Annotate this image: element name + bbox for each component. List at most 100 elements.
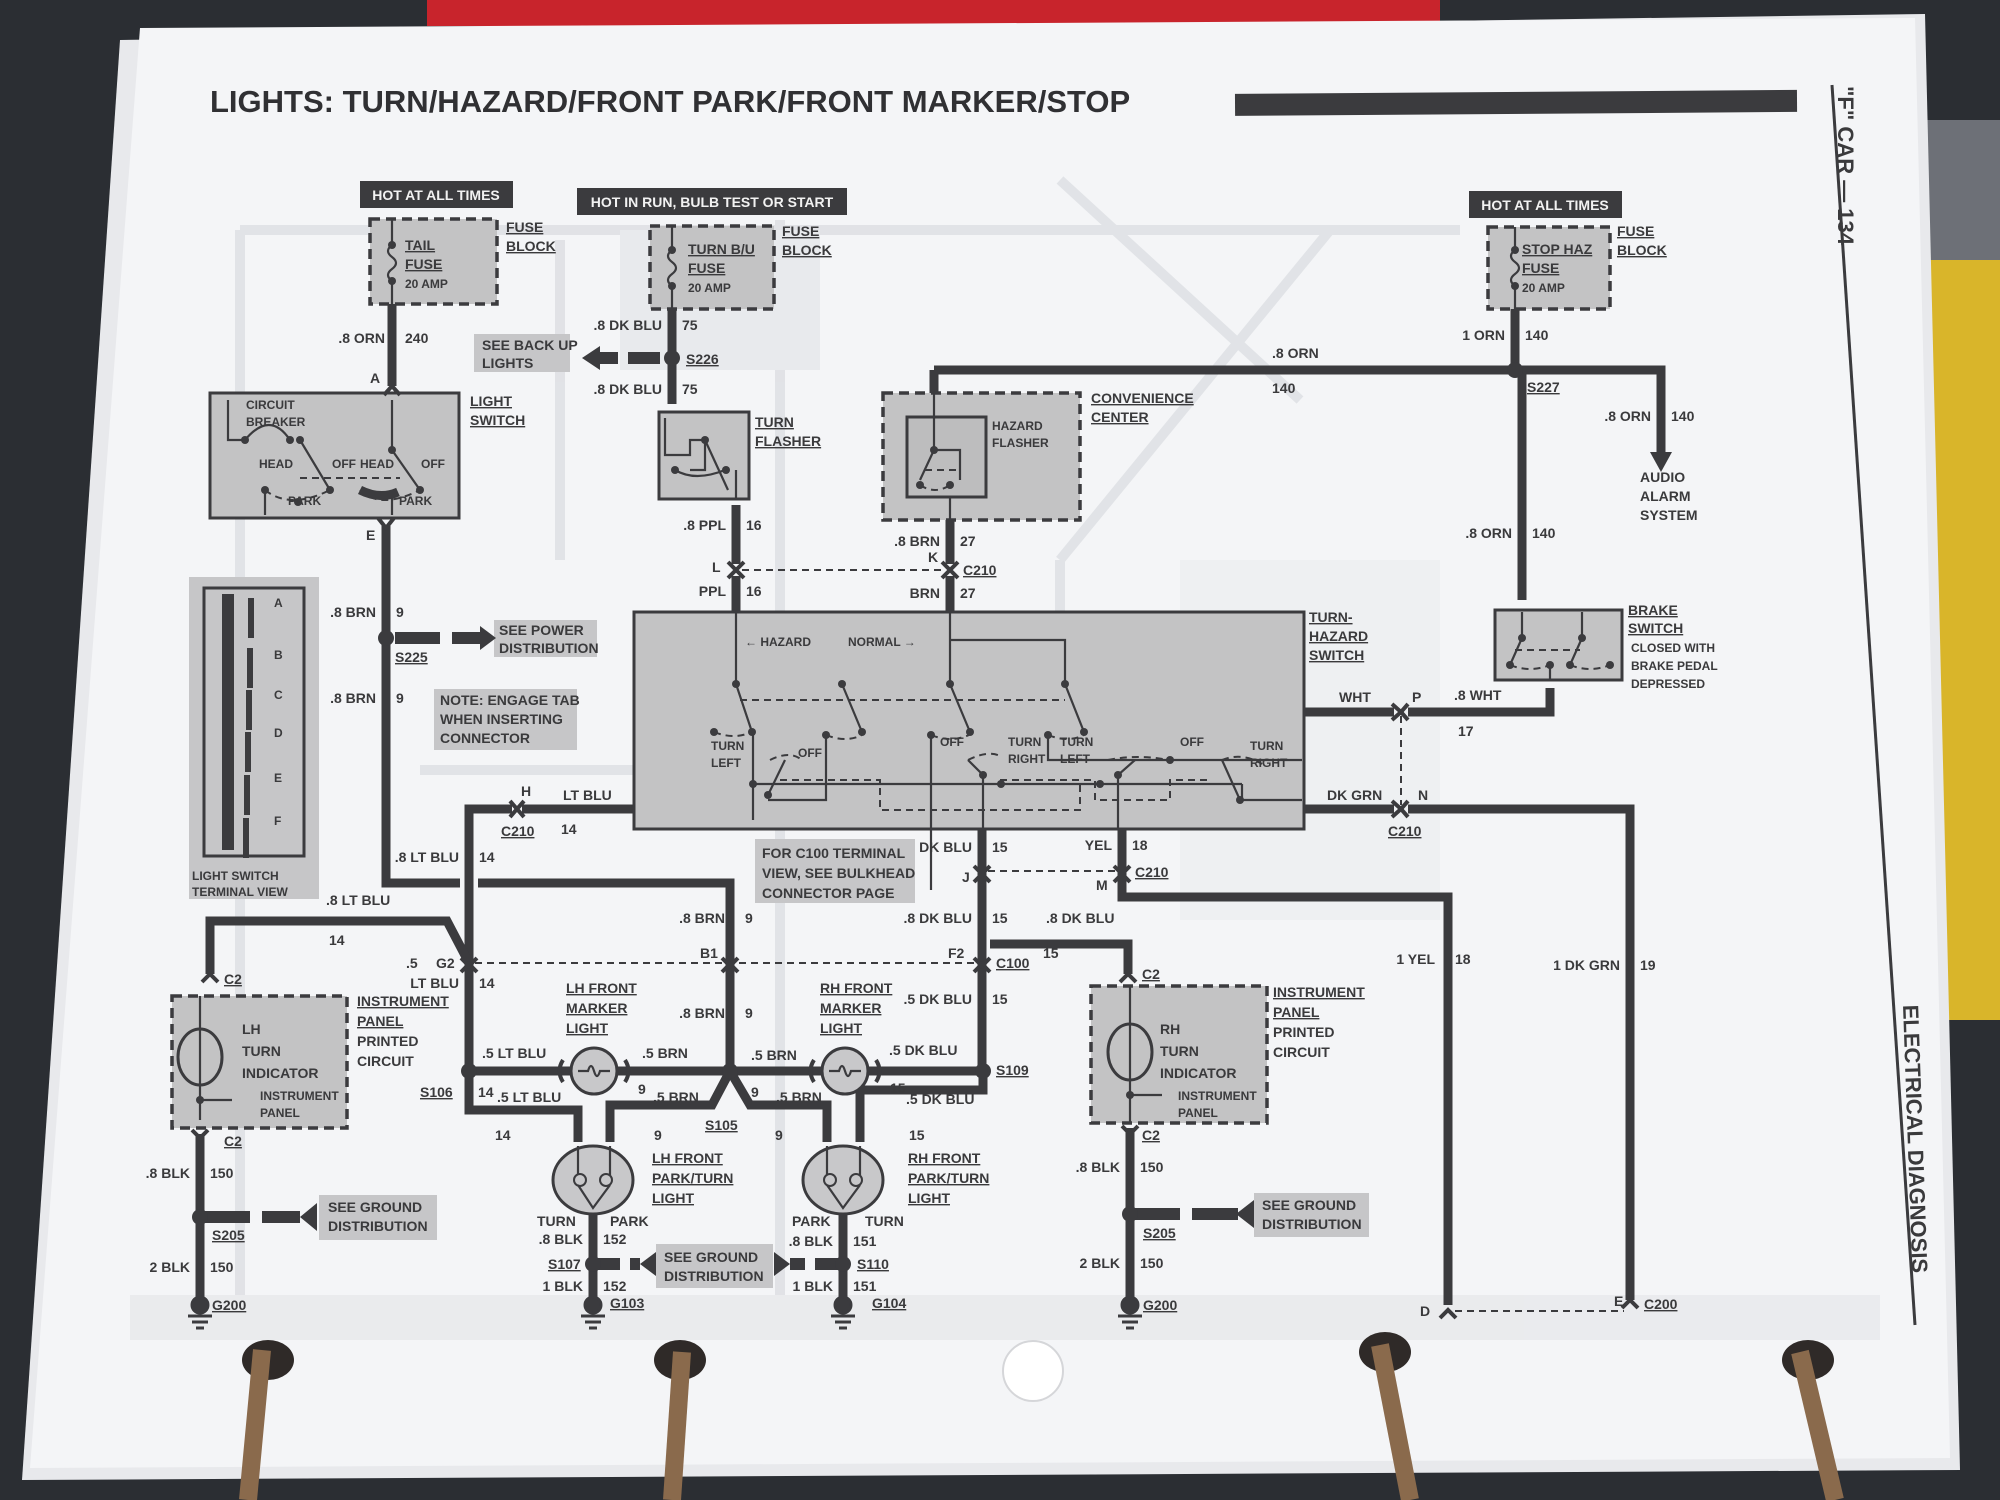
wire-label: 17 [1458,723,1474,739]
wire-label: .8 DK BLU [904,910,972,926]
connector-label: C210 [963,562,997,578]
wire-label: BRN [910,585,940,601]
wire-label: 150 [1140,1159,1164,1175]
wire-label: .8 LT BLU [395,849,459,865]
connector-label: C200 [1644,1296,1678,1312]
component-label: LIGHT SWITCH [192,869,279,883]
indicator-sub: PANEL [1178,1106,1218,1120]
note-text: SEE BACK UP [482,337,578,353]
connector-label: C2 [1142,966,1160,982]
wire-label: 1 DK GRN [1553,957,1620,973]
see-power-distribution-note [494,620,597,657]
wire-label: 15 [909,1127,925,1143]
component-label: LIGHT [652,1190,694,1206]
connector-pin-label: N [1418,787,1428,803]
splice-dots [192,350,1523,1272]
fuse-block-label: FUSE [782,223,819,239]
wire-label: 140 [1532,525,1556,541]
wire-label: 15 [992,991,1008,1007]
connector-label: C210 [1135,864,1169,880]
terminal-label: PARK [610,1213,649,1229]
hot-in-run-box [577,188,847,215]
indicator-name: LH [242,1021,261,1037]
splice-label: S227 [1527,379,1560,395]
light-switch-terminal-view [189,577,319,899]
connector-pin-label: M [1096,877,1108,893]
note-text: CONNECTOR PAGE [762,885,895,901]
note-text: FOR C100 TERMINAL [762,845,906,861]
wire-label: 18 [1455,951,1471,967]
wire-label: 140 [1272,380,1296,396]
component-label: BRAKE [1628,602,1678,618]
fuse-label: FUSE [688,260,725,276]
component-label: LIGHT [470,393,512,409]
wire-label: 15 [890,1080,906,1096]
indicator-name: TURN [242,1043,281,1059]
component-note: CLOSED WITH [1631,641,1715,655]
component-label: MARKER [820,1000,881,1016]
component-label: MARKER [566,1000,627,1016]
connector-pin-label: A [370,370,380,386]
wire-label: 19 [1640,957,1656,973]
wire-label: .8 ORN [1272,345,1319,361]
wire-label: 150 [210,1165,234,1181]
component-label: ALARM [1640,488,1691,504]
component-label: CENTER [1091,409,1149,425]
component-label: LIGHT [566,1020,608,1036]
switch-position-label: OFF [421,457,445,471]
brake-switch [1493,608,1624,682]
wire-label: 152 [603,1231,627,1247]
switch-position-label: TURN [711,739,744,753]
component-label: INSTRUMENT [357,993,449,1009]
note-text: LIGHTS [482,355,533,371]
connector-pin-label: E [366,527,375,543]
note-text: DISTRIBUTION [664,1268,764,1284]
wire-label: .5 BRN [642,1045,688,1061]
component-label: HAZARD [1309,628,1368,644]
wire-label: 9 [745,910,753,926]
see-ground-distribution-note [1254,1193,1369,1237]
wire-label: .8 ORN [1604,408,1651,424]
wire-label: 2 BLK [1080,1255,1120,1271]
wire-label: 16 [746,583,762,599]
wire-label: YEL [1085,837,1113,853]
fuse-block-label: BLOCK [782,242,832,258]
switch-position-label: TURN [1008,735,1041,749]
power-source-label: HOT AT ALL TIMES [1481,197,1609,213]
component-label: TURN [755,414,794,430]
connector-pin-label: D [1420,1303,1430,1319]
splice-label: S205 [1143,1225,1176,1241]
connector-symbols [190,382,1640,1320]
connector-pin-label: F2 [948,945,965,961]
component-label: LIGHT [908,1190,950,1206]
note-text: SEE GROUND [664,1249,758,1265]
fuse-block-label: BLOCK [506,238,556,254]
splice-label: S226 [686,351,719,367]
connector-label: C100 [996,955,1030,971]
switch-position-label: NORMAL → [848,635,916,649]
ground-symbols [188,1295,1142,1330]
switch-position-label: PARK [288,494,321,508]
switch-position-label: LEFT [711,756,742,770]
component-note: BRAKE PEDAL [1631,659,1718,673]
fuse-block-label: BLOCK [1617,242,1667,258]
switch-position-label: TURN [1060,735,1093,749]
wire-label: .8 DK BLU [1046,910,1114,926]
terminal-pin-label: C [274,688,283,702]
wire-label: 27 [960,585,976,601]
hot-at-all-times-box [360,181,513,208]
wire-label: .5 [406,955,418,971]
connector-label: C210 [501,823,535,839]
switch-position-label: LEFT [1060,752,1091,766]
component-label: PARK/TURN [652,1170,733,1186]
wire-label: .5 DK BLU [904,991,972,1007]
note-text: VIEW, SEE BULKHEAD [762,865,915,881]
fuse-block-label: FUSE [506,219,543,235]
connector-pin-label: K [928,549,938,565]
wire-label: .5 LT BLU [497,1089,561,1105]
terminal-pin-label: A [274,596,283,610]
wire-label: 14 [479,849,495,865]
indicator-name: INDICATOR [242,1065,318,1081]
wire-label: 14 [561,821,577,837]
